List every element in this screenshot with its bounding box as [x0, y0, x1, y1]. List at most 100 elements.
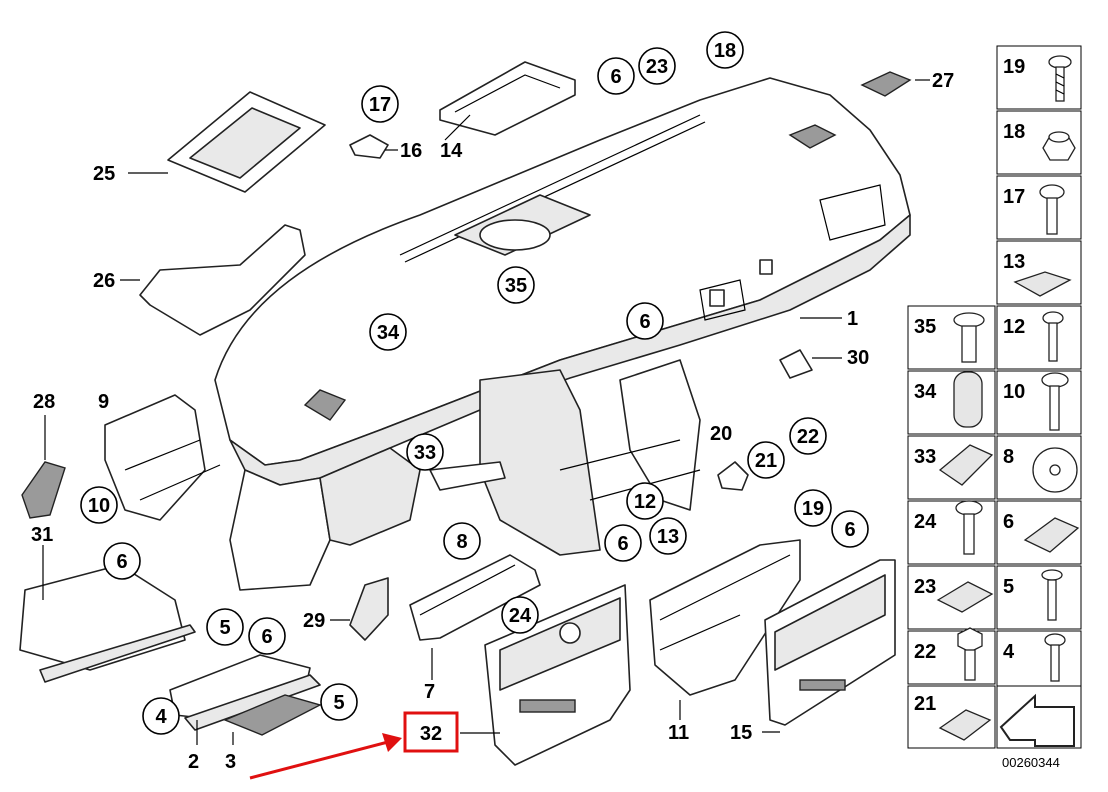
part-2-drawing	[169, 654, 321, 731]
svg-text:6: 6	[639, 311, 650, 333]
part-label-25: 25	[93, 163, 115, 185]
callout-35: 35	[497, 266, 535, 304]
callout-34: 34	[369, 313, 407, 351]
part-7-drawing	[409, 554, 541, 641]
svg-text:35: 35	[505, 275, 527, 297]
hw-label-33: 33	[914, 446, 936, 468]
part-16-drawing	[349, 134, 389, 159]
svg-text:19: 19	[802, 498, 824, 520]
svg-text:18: 18	[714, 40, 736, 62]
arrow-outline-icon	[999, 693, 1075, 747]
hex-bolt-icon	[957, 627, 983, 681]
part-20-drawing	[717, 461, 749, 491]
hw-label-35: 35	[914, 316, 936, 338]
callout-19: 19	[794, 489, 832, 527]
callout-6: 6	[604, 524, 642, 562]
hw-label-21: 21	[914, 693, 936, 715]
callout-6: 6	[597, 57, 635, 95]
svg-text:13: 13	[657, 526, 679, 548]
screw-icon	[1042, 311, 1064, 362]
part-25-drawing	[167, 91, 326, 193]
callout-8: 8	[443, 522, 481, 560]
part-label-16: 16	[400, 140, 422, 162]
part-15-drawing	[764, 559, 896, 726]
svg-text:5: 5	[219, 617, 230, 639]
hw-label-18: 18	[1003, 121, 1025, 143]
hw-label-12: 12	[1003, 316, 1025, 338]
svg-text:8: 8	[456, 531, 467, 553]
part-30-drawing	[779, 349, 813, 379]
callout-6: 6	[626, 302, 664, 340]
hw-label-22: 22	[914, 641, 936, 663]
callout-23: 23	[638, 47, 676, 85]
hw-label-23: 23	[914, 576, 936, 598]
part-label-26: 26	[93, 270, 115, 292]
part-31-drawing	[19, 564, 196, 683]
svg-text:6: 6	[844, 519, 855, 541]
screw-icon	[1048, 55, 1072, 102]
svg-text:6: 6	[261, 626, 272, 648]
part-label-1: 1	[847, 308, 858, 330]
part-label-15: 15	[730, 722, 752, 744]
hw-label-13: 13	[1003, 251, 1025, 273]
callout-6: 6	[103, 542, 141, 580]
svg-text:22: 22	[797, 426, 819, 448]
clip-nut-icon	[1013, 271, 1072, 297]
push-rivet-icon	[953, 312, 985, 363]
part-29-drawing	[349, 577, 389, 641]
hw-label-10: 10	[1003, 381, 1025, 403]
part-label-9: 9	[98, 391, 109, 413]
svg-text:33: 33	[414, 442, 436, 464]
clip-nut-icon	[936, 581, 994, 613]
nut-icon	[1042, 131, 1076, 161]
callout-10: 10	[80, 486, 118, 524]
svg-text:24: 24	[509, 605, 532, 627]
svg-text:12: 12	[634, 491, 656, 513]
svg-text:6: 6	[617, 533, 628, 555]
dashboard-carrier-drawing	[429, 359, 701, 556]
part-label-3: 3	[225, 751, 236, 773]
svg-text:10: 10	[88, 495, 110, 517]
svg-text:23: 23	[646, 56, 668, 78]
red-arrow	[249, 733, 402, 780]
speed-nut-icon	[1023, 517, 1080, 553]
part-9-drawing	[104, 394, 221, 521]
dashboard-panel-drawing	[214, 77, 911, 591]
part-28-drawing	[21, 461, 66, 519]
callout-5: 5	[206, 608, 244, 646]
callout-17: 17	[361, 85, 399, 123]
highlight-label: 32	[420, 723, 442, 745]
washer-icon	[1032, 447, 1078, 493]
svg-text:4: 4	[155, 706, 167, 728]
hw-label-4: 4	[1003, 641, 1015, 663]
screw-icon	[1044, 633, 1066, 682]
bolt-icon	[1039, 184, 1065, 235]
hardware-grid: 19 18 17 13 12 10 8 6 5 4 35 34 33 24 23…	[907, 45, 1082, 749]
callout-4: 4	[142, 697, 180, 735]
hw-label-34: 34	[914, 381, 937, 403]
part-label-27: 27	[932, 70, 954, 92]
part-26-drawing	[139, 224, 306, 336]
callout-21: 21	[747, 441, 785, 479]
screw-icon	[1041, 569, 1063, 621]
part-label-7: 7	[424, 681, 435, 703]
part-labels: 1 2 3 7 9 11 14 15 16 25 26 27 28 29 30 …	[31, 70, 954, 773]
part-3-drawing	[223, 694, 322, 736]
svg-text:5: 5	[333, 692, 344, 714]
svg-text:34: 34	[377, 322, 400, 344]
callout-12: 12	[626, 482, 664, 520]
callout-24: 24	[501, 596, 539, 634]
hw-label-24: 24	[914, 511, 937, 533]
diagram-id: 00260344	[1002, 755, 1060, 770]
part-label-11: 11	[668, 722, 689, 744]
hw-label-8: 8	[1003, 446, 1014, 468]
leader-lines	[42, 79, 930, 745]
screw-washer-icon	[955, 500, 983, 555]
part-label-30: 30	[847, 347, 869, 369]
highlight-part-32: 32	[403, 711, 459, 753]
part-label-31: 31	[31, 524, 53, 546]
callout-18: 18	[706, 31, 744, 69]
hw-label-17: 17	[1003, 186, 1025, 208]
callout-5: 5	[320, 683, 358, 721]
